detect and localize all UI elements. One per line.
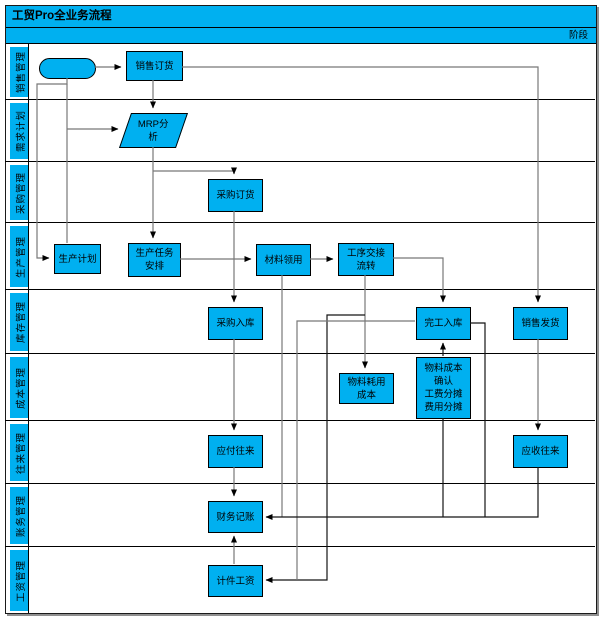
node-label-line: 确认 (433, 376, 453, 387)
node-mrp-analysis[interactable]: MRP分析 (118, 113, 189, 148)
lane-label-production-mgmt[interactable]: 生产管理 (10, 226, 29, 287)
node-sales-shipment[interactable]: 销售发货 (513, 307, 568, 340)
node-label-line: 工序交接 (346, 247, 385, 259)
node-label-line: 工费分摊 (424, 389, 463, 400)
node-label: 应付往来 (216, 445, 254, 458)
node-label-line: 采购入库 (216, 318, 255, 329)
lane-label-purchase-mgmt[interactable]: 采购管理 (10, 165, 29, 220)
stage-header: 阶段 (6, 28, 596, 44)
node-label-line: 生产任务 (135, 248, 174, 259)
node-label: 物料成本确认工费分摊费用分摊 (424, 362, 462, 414)
node-financial-bookkeeping[interactable]: 财务记账 (208, 501, 263, 533)
node-accounts-payable[interactable]: 应付往来 (208, 435, 263, 468)
node-label-line: 计件工资 (216, 575, 255, 587)
lane-label-text: 需求计划 (15, 109, 27, 153)
lane-label-transactions-mgmt[interactable]: 往来管理 (10, 424, 29, 481)
node-process-handover[interactable]: 工序交接流转 (338, 243, 394, 276)
node-label-line: 生产计划 (58, 253, 97, 265)
node-label-line: 费用分摊 (424, 402, 463, 413)
node-start[interactable] (39, 58, 96, 79)
node-label: 完工入库 (424, 317, 462, 330)
node-label-line: 销售发货 (521, 318, 560, 329)
node-label-line: 材料领用 (264, 254, 303, 266)
node-label: 物料耗用成本 (347, 376, 385, 402)
page-title: 工贸Pro全业务流程 (6, 6, 596, 28)
node-production-plan[interactable]: 生产计划 (54, 244, 101, 274)
node-label: 财务记账 (216, 511, 254, 524)
node-label-line: 析 (148, 131, 159, 143)
node-purchase-order[interactable]: 采购订货 (208, 179, 263, 212)
node-purchase-inbound[interactable]: 采购入库 (208, 307, 263, 340)
node-piecework-wages[interactable]: 计件工资 (208, 565, 263, 597)
node-label-line: MRP分 (138, 118, 169, 130)
node-label: 采购入库 (216, 317, 254, 330)
node-material-consumption-cost[interactable]: 物料耗用成本 (339, 373, 394, 404)
lane-label-text: 账务管理 (15, 494, 27, 537)
node-label-line: 物料耗用 (347, 376, 386, 388)
node-label: MRP分析 (138, 118, 169, 144)
node-label-line: 采购订货 (216, 190, 255, 201)
node-label: 采购订货 (216, 189, 254, 202)
node-label-line: 应收往来 (521, 446, 560, 457)
lane-label-text: 采购管理 (15, 171, 27, 214)
lane-label-text: 成本管理 (15, 366, 27, 409)
node-label-line: 完工入库 (424, 318, 463, 329)
node-label: 生产任务安排 (135, 247, 173, 273)
node-completion-inbound[interactable]: 完工入库 (416, 307, 471, 340)
node-label: 销售订货 (135, 60, 173, 73)
lane-label-text: 库存管理 (15, 300, 27, 344)
lane-label-payroll-mgmt[interactable]: 工资管理 (10, 550, 29, 611)
diagram-frame: 工贸Pro全业务流程 阶段 销售管理需求计划采购管理生产管理库存管理成本管理往来… (5, 5, 597, 614)
node-label: 工序交接流转 (347, 247, 385, 273)
node-label-line: 财务记账 (216, 511, 255, 523)
node-label: 材料领用 (264, 254, 302, 267)
node-label-line: 物料成本 (424, 363, 463, 374)
lane-label-text: 销售管理 (15, 50, 27, 94)
node-label-line: 应付往来 (216, 446, 255, 457)
node-label-line: 成本 (356, 389, 376, 401)
lane-label-inventory-mgmt[interactable]: 库存管理 (10, 293, 29, 351)
lane-label-sales-mgmt[interactable]: 销售管理 (10, 47, 29, 97)
node-sales-order[interactable]: 销售订货 (126, 51, 183, 81)
lane-label-text: 生产管理 (15, 235, 27, 278)
lane-label-accounting-mgmt[interactable]: 账务管理 (10, 487, 29, 544)
node-label-line: 安排 (144, 261, 164, 272)
node-cost-confirm-allocation[interactable]: 物料成本确认工费分摊费用分摊 (416, 357, 471, 419)
node-label-line: 流转 (356, 260, 376, 272)
node-label: 生产计划 (58, 253, 96, 266)
lane-label-text: 往来管理 (15, 431, 27, 474)
node-label: 销售发货 (521, 317, 559, 330)
node-label: 计件工资 (216, 575, 254, 588)
node-production-task[interactable]: 生产任务安排 (128, 243, 181, 277)
node-accounts-receivable[interactable]: 应收往来 (513, 435, 568, 468)
node-label: 应收往来 (521, 445, 559, 458)
lane-label-cost-mgmt[interactable]: 成本管理 (10, 357, 29, 418)
lane-label-demand-planning[interactable]: 需求计划 (10, 103, 29, 159)
node-label-line: 销售订货 (135, 60, 174, 72)
lane-label-text: 工资管理 (15, 559, 27, 602)
node-material-requisition[interactable]: 材料领用 (256, 244, 311, 276)
